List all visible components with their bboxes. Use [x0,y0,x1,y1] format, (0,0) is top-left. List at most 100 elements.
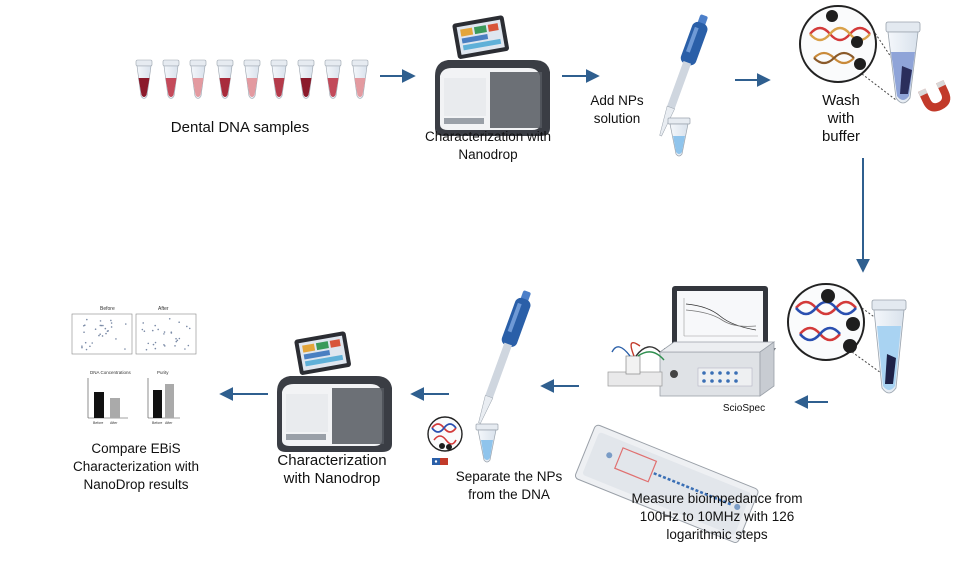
sample-tube [324,59,342,99]
bar-purity-after [165,384,174,418]
scatter-point [81,346,83,349]
scatter-point [124,323,127,325]
tube-bottom-small [475,423,499,463]
scatter-point [102,324,104,327]
scatter-point [110,326,113,328]
scatter-point [178,337,181,340]
scatter-point [105,332,107,335]
scatter-point [107,330,109,332]
scatter-point [157,328,159,331]
scatter-point [163,344,165,346]
scatter-point [184,348,186,350]
label-nanodrop-bottom: Characterization with Nanodrop [277,452,387,487]
scatter-point [147,342,150,345]
scatter-point [141,328,144,331]
scatter-left-title: Before [100,306,115,312]
scatter-point [99,324,102,327]
nanodrop-device-top [435,15,550,136]
pipette-bottom [478,290,531,424]
scatter-point [85,348,88,351]
bar-left-title: DNA Concentrations [90,370,132,375]
scatter-point [163,333,165,335]
sensor-chip [574,424,759,544]
scatter-point [154,341,157,344]
label-separate: Separate the NPs from the DNA [455,469,563,502]
scatter-point [98,334,100,337]
sample-tube [351,59,369,99]
scatter-left-frame [71,313,133,355]
bar-right-title: Purity [157,370,169,375]
label-sciospec: ScioSpec [722,403,766,414]
sample-tube [189,59,207,99]
scatter-point [168,317,171,320]
scatter-point [101,335,104,337]
bar-dna-after [110,398,120,418]
scatter-point [84,324,86,326]
scatter-point [152,343,155,346]
magnet-top [918,80,951,112]
label-dental-samples: Dental DNA samples [170,119,310,136]
scatter-point [91,342,94,344]
scatter-point [100,324,103,327]
label-nanodrop-top: Characterization with Nanodrop [424,129,552,162]
sample-tube [162,59,180,99]
scatter-point [81,345,83,347]
scatter-point [163,331,166,333]
scatter-right-title: After [158,306,169,312]
scatter-point [124,348,126,350]
scatter-point [104,327,107,330]
label-add-nps: Add NPs solution [590,93,644,126]
bar-cat-before-2: Before [152,421,162,425]
scatter-point [115,338,117,340]
scatter-point [99,333,101,336]
scatter-point [174,345,176,347]
scatter-point [84,341,87,344]
results-panel: Before After DNA Concentrations Purity B… [71,306,197,425]
scatter-right-frame [135,313,197,355]
bar-cat-after-2: After [165,421,173,425]
sciospec-device [658,341,776,397]
scatter-point [83,331,85,334]
tube-bottom-right [871,299,907,394]
sample-tube [135,59,153,99]
nanodrop-device-bottom [277,331,392,452]
nanoparticle-dna-zoom-top [799,5,906,101]
bar-dna-before [94,392,104,418]
sample-tube [297,59,315,99]
sample-tube [216,59,234,99]
scatter-point [94,328,97,331]
scatter-point [86,318,88,321]
scatter-point [188,327,191,330]
scatter-point [143,330,146,332]
separation-zoom [427,416,463,465]
bar-cat-before-1: Before [93,421,103,425]
pipette-top [659,14,708,137]
scatter-point [164,345,166,347]
tube-wash [885,21,921,104]
electrode-stand [607,342,665,387]
tube-top-small [667,117,691,157]
scatter-point [186,325,188,328]
label-measure: Measure bioimpedance from 100Hz to 10MHz… [631,491,803,542]
scatter-point [110,319,112,322]
sample-tube [243,59,261,99]
sample-tube [270,59,288,99]
scatter-point [178,321,180,324]
scatter-point [142,322,145,324]
scatter-point [170,332,173,334]
scatter-point [145,348,148,351]
scatter-point [89,345,91,348]
scatter-point [175,337,177,340]
bar-cat-after-1: After [110,421,118,425]
label-wash: Wash with buffer [821,92,861,145]
scatter-point [151,329,154,332]
scatter-point [154,347,157,350]
scatter-point [99,320,102,322]
scatter-point [175,340,178,343]
scatter-point [176,339,179,342]
dental-sample-tubes [135,59,369,99]
bar-purity-before [153,390,162,418]
scatter-point [110,322,113,324]
label-compare: Compare EBiS Characterization with NanoD… [72,441,200,492]
